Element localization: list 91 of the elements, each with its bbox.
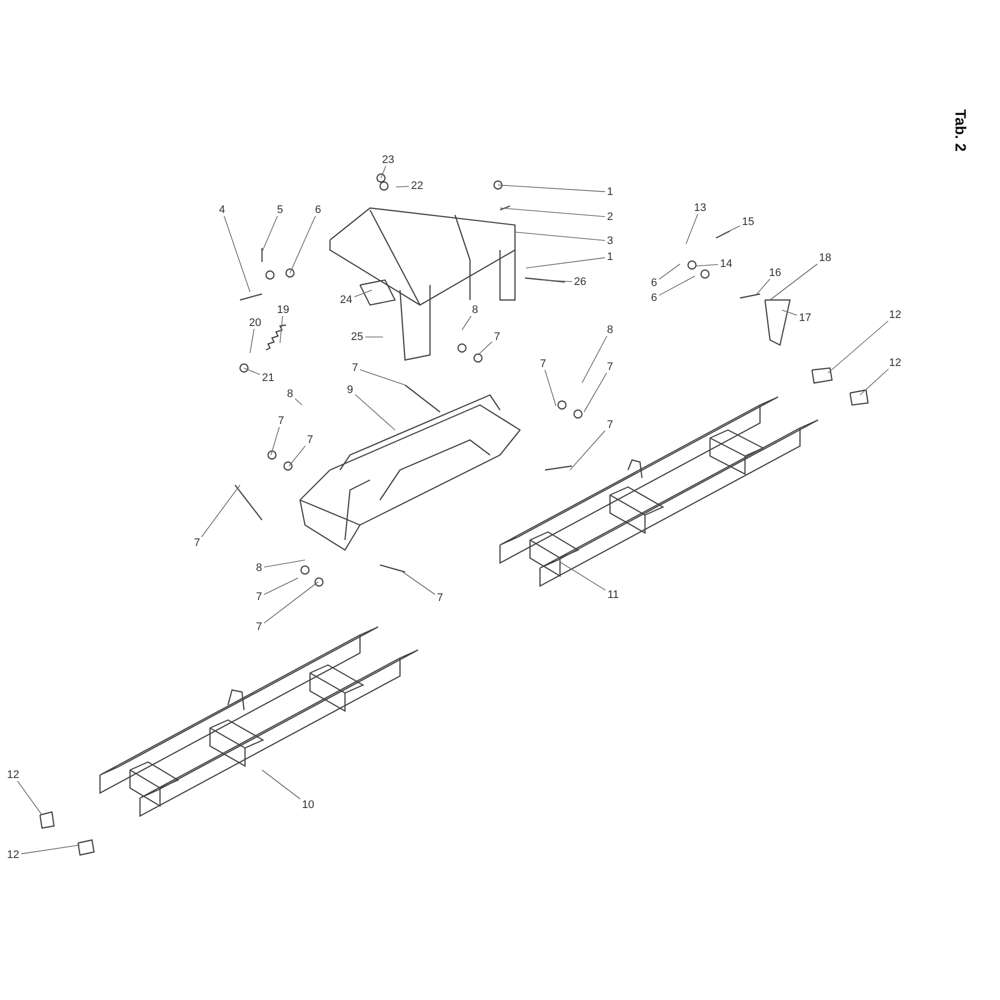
leader-line xyxy=(770,264,818,300)
callout-number: 7 xyxy=(192,537,202,549)
leader-line xyxy=(560,562,606,591)
callout-number: 7 xyxy=(538,358,548,370)
callout-number: 7 xyxy=(305,434,316,446)
leader-line xyxy=(462,316,472,330)
callout-number: 19 xyxy=(275,304,292,316)
callout-number: 18 xyxy=(817,252,834,264)
callout-number: 10 xyxy=(300,799,316,811)
callout-number: 15 xyxy=(740,216,756,228)
leader-line xyxy=(270,426,280,456)
leader-line xyxy=(686,214,698,244)
leader-line xyxy=(478,341,492,356)
callout-number: 23 xyxy=(380,154,396,166)
callout-number: 8 xyxy=(285,388,296,400)
leader-line xyxy=(354,290,372,298)
callout-number: 12 xyxy=(5,849,22,861)
callout-number: 17 xyxy=(797,312,814,324)
leader-line xyxy=(294,398,302,406)
leader-line xyxy=(250,328,254,354)
leader-line xyxy=(290,216,316,274)
callout-number: 13 xyxy=(692,202,708,214)
leader-line xyxy=(380,166,386,178)
leader-line xyxy=(20,844,80,854)
callout-number: 2 xyxy=(605,211,616,223)
leader-line xyxy=(17,780,42,816)
callout-number: 11 xyxy=(606,589,621,601)
leader-line xyxy=(500,208,606,217)
callout-number: 7 xyxy=(435,592,446,604)
callout-number: 8 xyxy=(470,304,480,316)
leader-line xyxy=(570,430,606,470)
leader-line xyxy=(658,276,696,296)
callout-number: 12 xyxy=(5,769,22,781)
leader-line xyxy=(584,372,607,412)
leader-line xyxy=(582,336,608,384)
callout-number: 7 xyxy=(276,415,286,427)
leader-line xyxy=(696,264,718,266)
leader-line xyxy=(514,232,606,241)
leader-line xyxy=(396,186,410,188)
callout-number: 7 xyxy=(254,591,264,603)
leader-line xyxy=(542,280,572,282)
callout-number: 5 xyxy=(275,204,286,216)
leader-line xyxy=(526,257,606,268)
leader-line xyxy=(280,316,283,344)
leader-line xyxy=(264,560,306,568)
callout-number: 7 xyxy=(350,362,360,374)
callout-number: 21 xyxy=(260,372,276,384)
leader-line xyxy=(756,278,770,296)
callout-number: 4 xyxy=(217,204,228,216)
leader-line xyxy=(400,570,436,595)
callout-number: 7 xyxy=(605,361,616,373)
callout-number: 14 xyxy=(718,258,734,270)
callout-number: 9 xyxy=(345,384,356,396)
leader-line xyxy=(544,370,556,406)
callout-number: 26 xyxy=(572,276,588,288)
leader-line xyxy=(498,184,606,192)
leader-line xyxy=(288,446,306,466)
callout-number: 8 xyxy=(254,562,264,574)
callout-number: 7 xyxy=(605,419,616,431)
callout-number: 1 xyxy=(605,186,616,198)
leader-line xyxy=(201,484,240,538)
callout-number: 12 xyxy=(887,309,904,321)
leader-line xyxy=(782,310,798,316)
leader-line xyxy=(264,578,298,595)
leader-line xyxy=(364,336,384,338)
leader-line xyxy=(860,368,889,396)
callout-number: 22 xyxy=(409,180,426,192)
leader-line xyxy=(224,216,250,292)
callout-number: 12 xyxy=(887,357,904,369)
callout-number: 8 xyxy=(605,324,616,336)
callout-number: 7 xyxy=(254,621,264,633)
leader-line xyxy=(244,368,260,375)
leader-line xyxy=(828,320,889,374)
callout-number: 6 xyxy=(313,204,324,216)
leader-line xyxy=(360,369,406,386)
callout-number: 6 xyxy=(649,277,660,289)
leader-line xyxy=(262,216,278,252)
callout-number: 7 xyxy=(492,331,502,343)
sheet-number: Tab. 2 xyxy=(952,108,969,152)
leader-line xyxy=(264,582,318,624)
callout-number: 3 xyxy=(605,235,616,247)
leader-line xyxy=(262,770,301,800)
callout-number: 6 xyxy=(649,292,660,304)
leader-line xyxy=(722,226,740,234)
callout-number: 1 xyxy=(605,251,616,263)
callout-number: 16 xyxy=(767,267,784,279)
leader-line xyxy=(354,394,396,430)
callout-number: 20 xyxy=(247,317,264,329)
leader-line xyxy=(658,264,680,280)
callout-number: 25 xyxy=(349,331,366,343)
callout-number: 24 xyxy=(338,294,354,306)
